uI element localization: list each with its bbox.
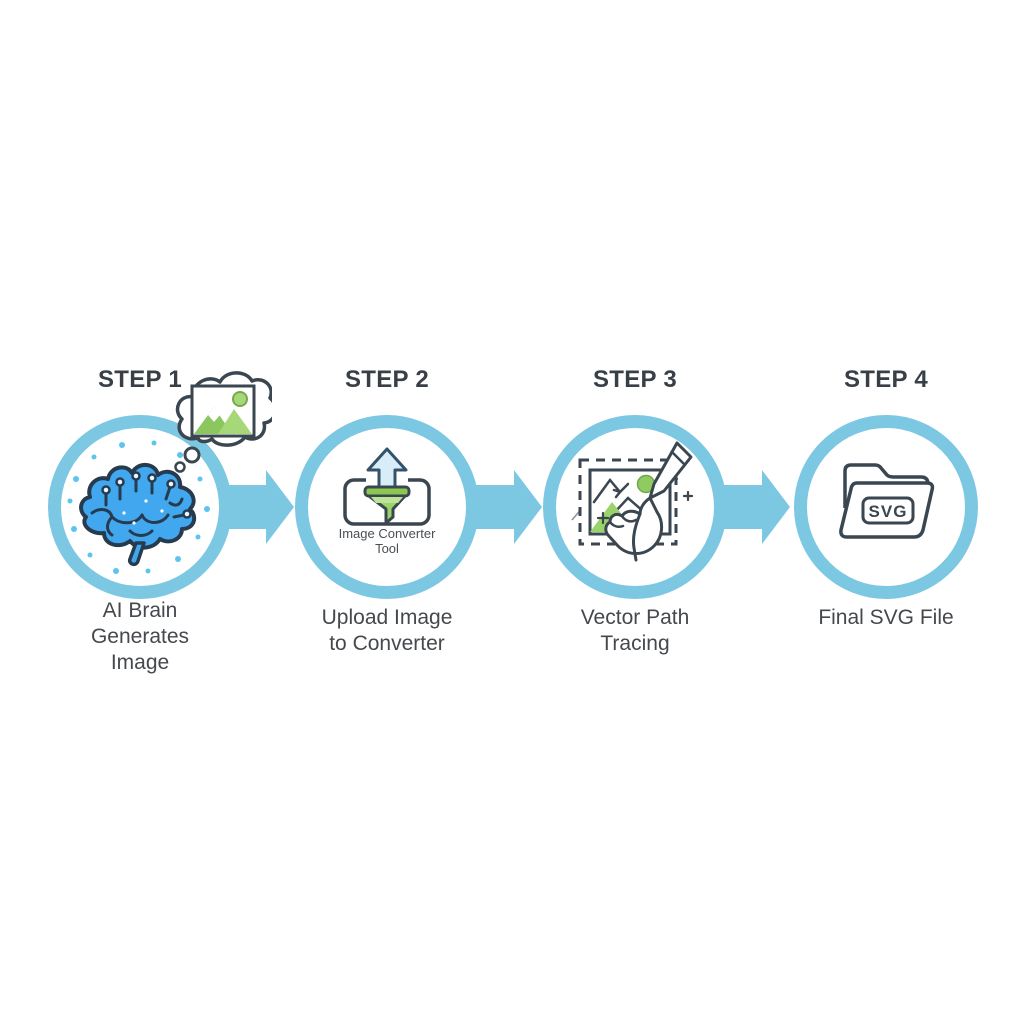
step-1-title: STEP 1 <box>97 366 183 393</box>
step-2-caption: Upload Image to Converter <box>321 606 453 655</box>
step-3-caption: Vector Path Tracing <box>580 606 690 655</box>
step-4: STEP 4 SVG Final SVG File <box>776 358 996 698</box>
step-2-title: STEP 2 <box>344 366 430 393</box>
step-1-caption: AI Brain Generates Image <box>90 599 190 674</box>
vector-path-tracing-icon <box>571 441 694 562</box>
svg-folder-icon: SVG <box>839 463 935 539</box>
image-converter-upload-icon <box>343 447 431 526</box>
step-4-caption: Final SVG File <box>818 606 954 629</box>
step-4-title: STEP 4 <box>843 366 929 393</box>
thought-bubble-image-icon <box>174 371 272 473</box>
ai-brain-icon <box>67 440 210 574</box>
hand-icon <box>604 496 663 562</box>
svg-badge-label: SVG <box>869 502 908 521</box>
brain-dots <box>67 440 210 574</box>
flow-arrow-icon <box>724 470 790 544</box>
flow-arrow-icon <box>476 470 542 544</box>
flow-arrow-icon <box>228 470 294 544</box>
converter-tool-label: Image Converter Tool <box>338 526 436 556</box>
sun-icon <box>232 391 248 407</box>
step-3: STEP 3 <box>525 358 745 698</box>
step-2: STEP 2 Image Converter Tool Upload Image… <box>277 358 497 698</box>
pen-icon <box>648 441 693 500</box>
step-1: STEP 1 <box>30 358 272 698</box>
svg-badge <box>861 496 915 525</box>
step-3-title: STEP 3 <box>592 366 678 393</box>
